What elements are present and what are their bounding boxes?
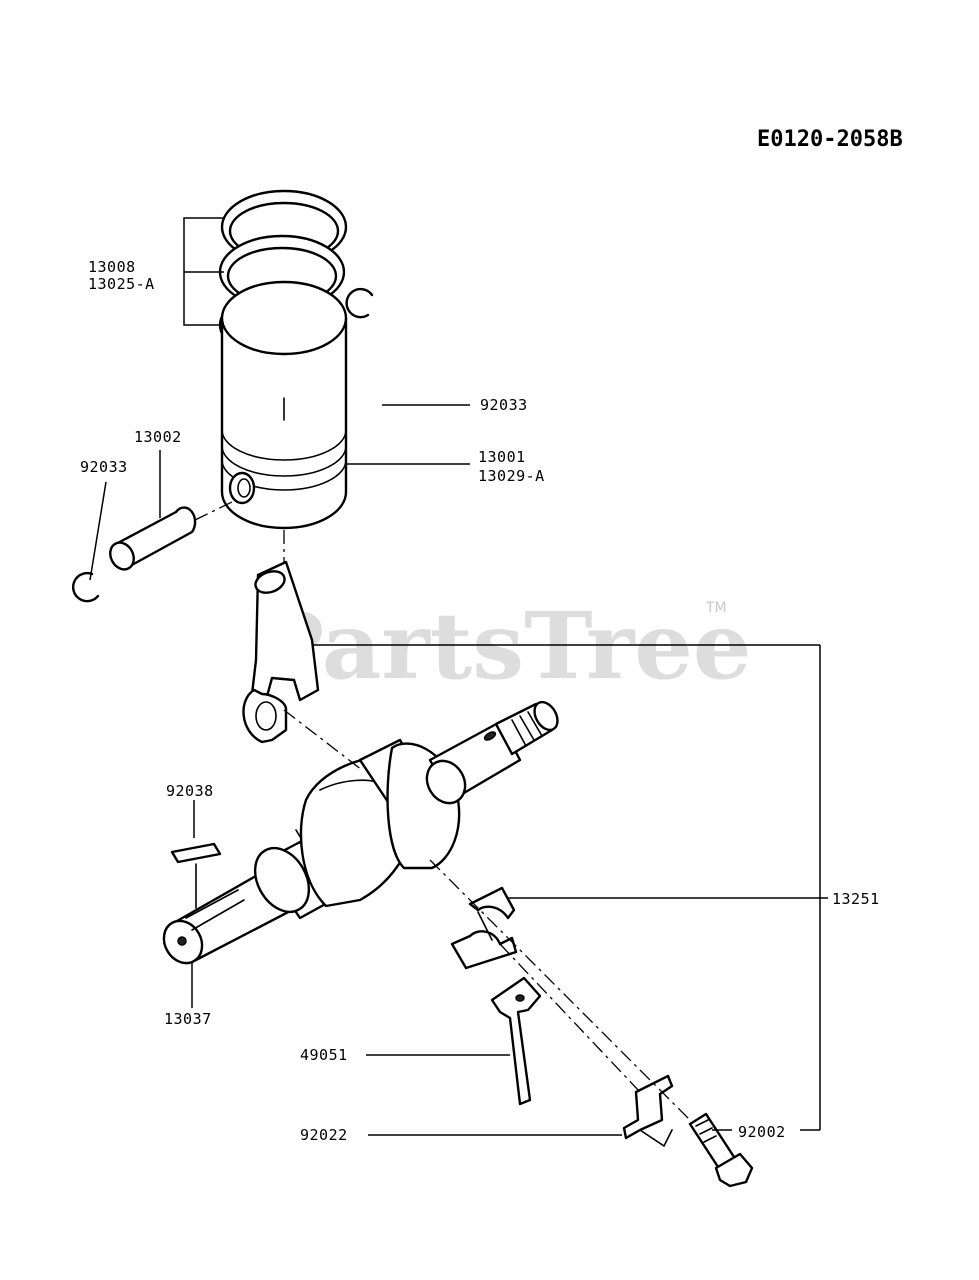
assembly-line-2	[499, 943, 641, 1093]
callout-92022: 92022	[300, 1126, 348, 1144]
conrod-assy-callout: 13251	[312, 644, 880, 1131]
connecting-rod-cap[interactable]	[450, 886, 518, 970]
diagram-code: E0120-2058B	[757, 127, 903, 152]
callout-13008: 13008	[88, 258, 136, 276]
callout-13251: 13251	[832, 890, 880, 908]
clip-left[interactable]	[71, 571, 100, 603]
watermark: PartsTree TM	[255, 592, 751, 700]
dipper-callout: 49051	[300, 1046, 510, 1064]
assembly-line	[429, 859, 691, 1121]
callout-13025-a: 13025-A	[88, 275, 155, 293]
piston-callout: 13001 13029-A	[346, 448, 545, 485]
bolt[interactable]	[688, 1112, 754, 1188]
bolt-callout: 92002	[712, 1123, 786, 1141]
callout-13001: 13001	[478, 448, 526, 466]
watermark-trademark: TM	[705, 600, 727, 616]
callout-92038: 92038	[166, 782, 214, 800]
callout-92033-left: 92033	[80, 458, 128, 476]
key[interactable]	[170, 842, 222, 909]
lock-plate-callout: 92022	[300, 1126, 622, 1144]
callout-13002: 13002	[134, 428, 182, 446]
lock-plate[interactable]	[622, 1074, 674, 1148]
crankshaft[interactable]	[156, 698, 562, 970]
connecting-rod[interactable]	[242, 530, 320, 744]
clip-right-callout: 92033	[382, 396, 528, 414]
piston-pin[interactable]	[106, 499, 237, 574]
callout-92002: 92002	[738, 1123, 786, 1141]
piston[interactable]	[220, 280, 348, 530]
callout-13037: 13037	[164, 1010, 212, 1028]
callout-49051: 49051	[300, 1046, 348, 1064]
clip-right[interactable]	[345, 287, 374, 319]
clip-left-callout: 92033	[80, 458, 128, 581]
key-callout: 92038	[166, 782, 214, 838]
pin-callout: 13002	[134, 428, 182, 518]
callout-13029-a: 13029-A	[478, 467, 545, 485]
watermark-text: PartsTree	[255, 592, 751, 700]
callout-92033-right: 92033	[480, 396, 528, 414]
crankshaft-callout: 13037	[164, 962, 212, 1028]
dipper[interactable]	[490, 976, 542, 1106]
rings-callout: 13008 13025-A	[88, 217, 224, 326]
